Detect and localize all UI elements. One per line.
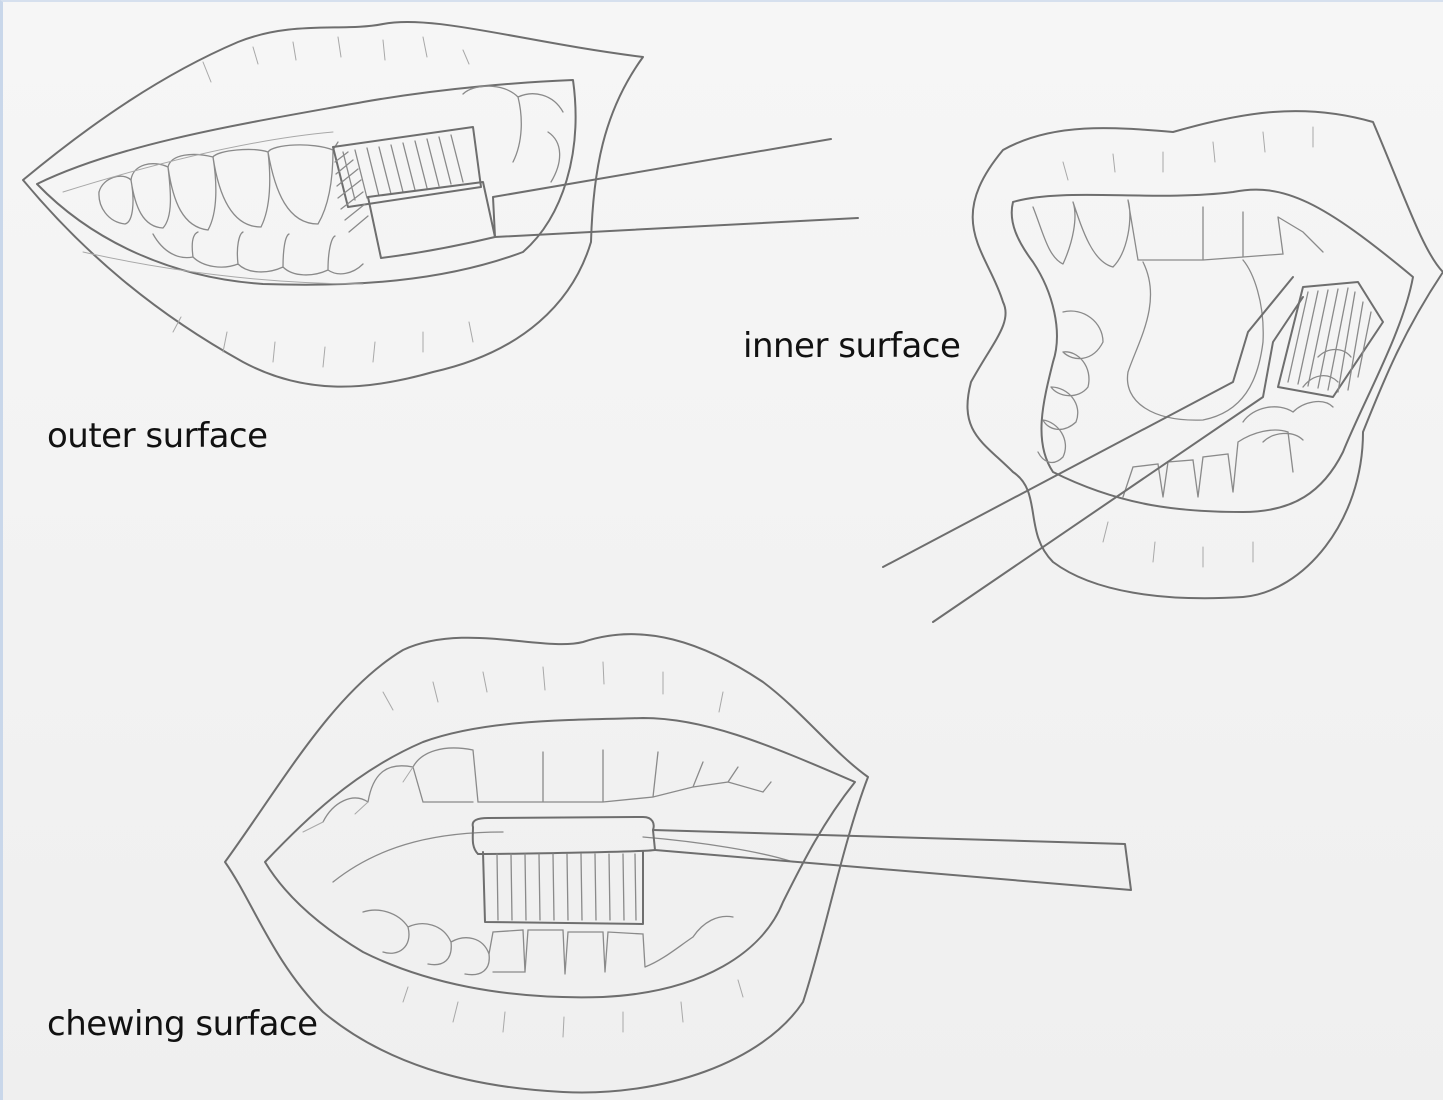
- outer-lower-teeth: [153, 232, 363, 275]
- chewing-tongue: [333, 832, 793, 882]
- inner-tongue: [1127, 260, 1263, 420]
- chewing-lower-teeth: [363, 910, 733, 975]
- outer-upper-teeth-2: [99, 150, 333, 230]
- mouth-outer-illustration: [23, 22, 858, 387]
- inner-lower-teeth: [1123, 430, 1293, 497]
- mouth-chewing-illustration: [225, 634, 1131, 1092]
- outer-lip-creases: [173, 37, 473, 367]
- outer-brush-bristles: [343, 135, 463, 200]
- chewing-upper-gum: [303, 767, 413, 832]
- chewing-lip-outline: [225, 634, 868, 1092]
- label-inner-surface: inner surface: [743, 326, 960, 366]
- inner-lip-outline: [967, 111, 1443, 598]
- label-chewing-surface: chewing surface: [47, 1004, 318, 1044]
- chewing-brush-handle: [653, 830, 1131, 890]
- chewing-brush-head: [473, 817, 655, 854]
- outer-gum-line: [63, 132, 363, 284]
- outer-upper-lip: [23, 22, 643, 387]
- outer-mouth-opening: [37, 80, 576, 285]
- inner-upper-teeth: [1033, 200, 1323, 267]
- chewing-brush-bristle-block: [483, 852, 643, 924]
- illustration-canvas: [3, 2, 1443, 1100]
- chewing-mouth-opening: [265, 718, 855, 997]
- chewing-brush-bristles: [497, 854, 636, 920]
- label-outer-surface: outer surface: [47, 416, 268, 456]
- outer-brush-hatching: [335, 152, 368, 232]
- outer-brush-block: [368, 182, 495, 258]
- mouth-inner-illustration: [883, 111, 1443, 622]
